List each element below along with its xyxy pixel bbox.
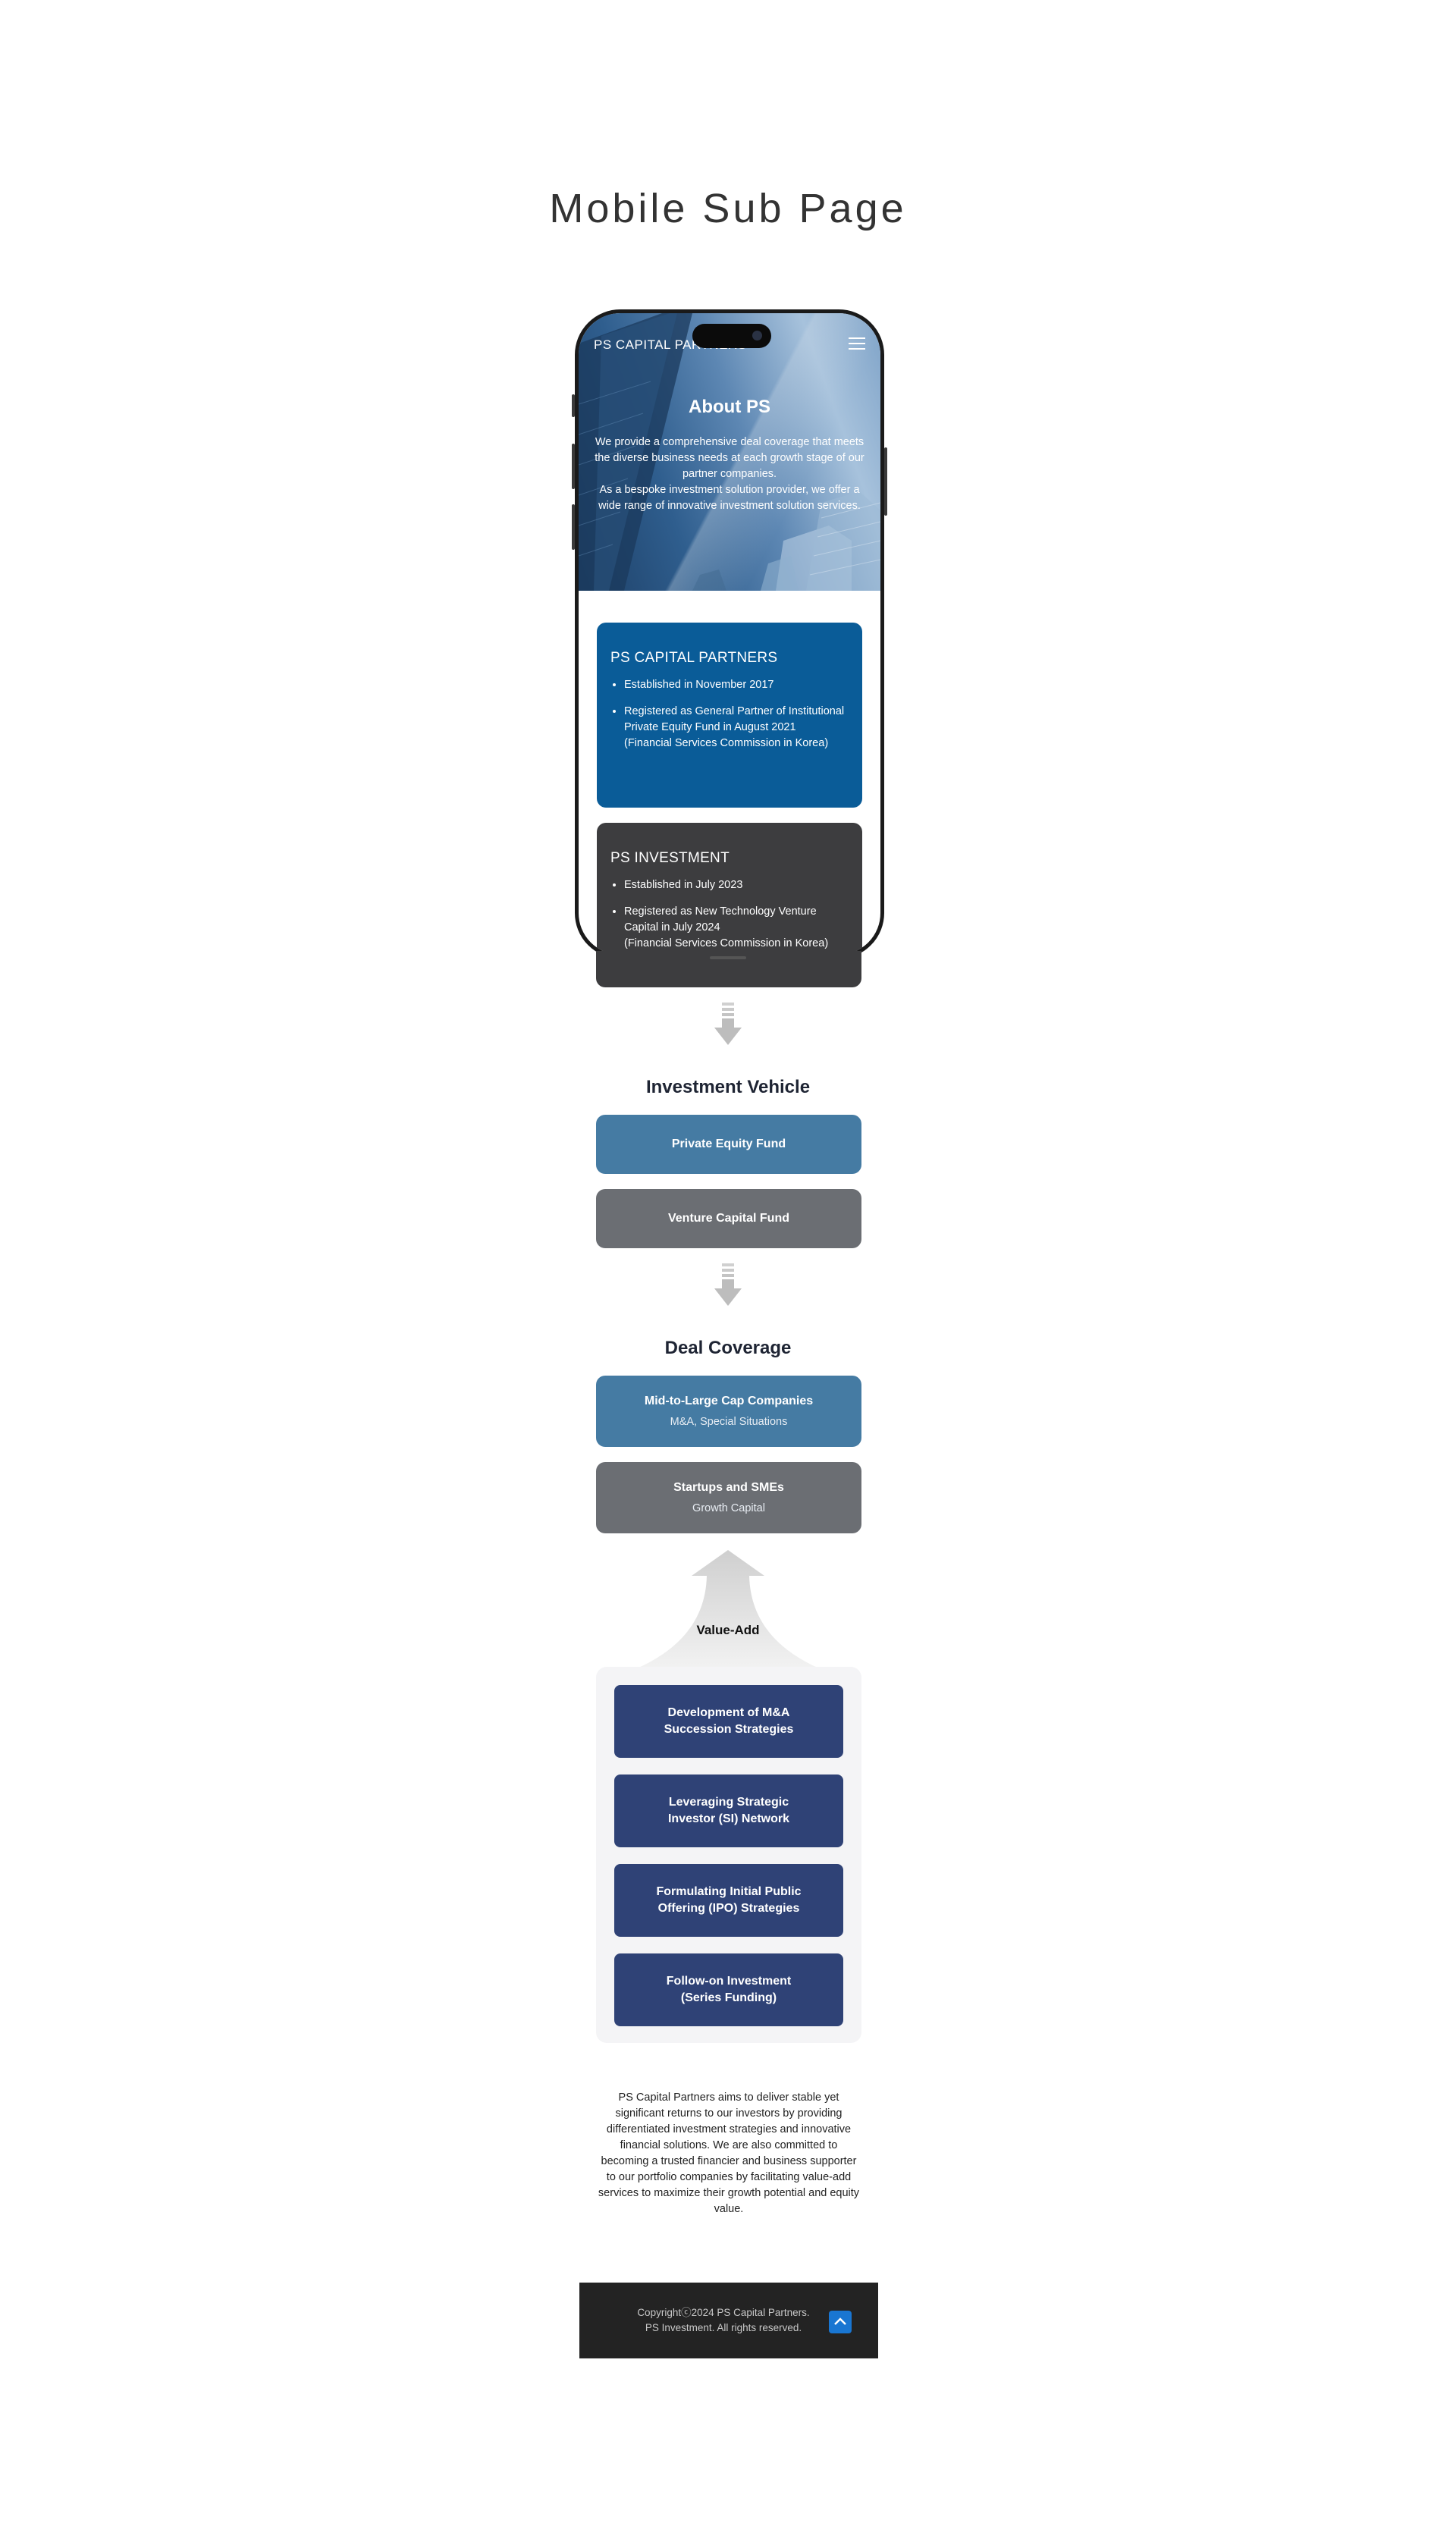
arrow-up-icon (834, 2317, 846, 2325)
hero-description-line-1: We provide a comprehensive deal coverage… (595, 436, 864, 480)
company-card-ps-investment: PS INVESTMENT Established in July 2023 R… (597, 823, 862, 955)
mid-large-cap-box: Mid-to-Large Cap Companies M&A, Special … (596, 1376, 861, 1447)
hero-description-line-2: As a bespoke investment solution provide… (598, 484, 861, 512)
company-card-ps-capital-partners: PS CAPITAL PARTNERS Established in Novem… (597, 623, 862, 808)
vehicle-label: Venture Capital Fund (667, 1212, 789, 1225)
building-illustration (579, 313, 880, 591)
scroll-to-top-button[interactable] (829, 2311, 852, 2333)
hero-banner: PS CAPITAL PARTNERS About PS We provide … (579, 313, 880, 591)
value-add-item-follow-on: Follow-on Investment (Series Funding) (614, 1953, 843, 2026)
fact-note: (Financial Services Commission in Korea) (624, 737, 829, 749)
coverage-label: Startups and SMEs (673, 1481, 784, 1494)
coverage-sublabel: M&A, Special Situations (670, 1416, 788, 1428)
coverage-sublabel: Growth Capital (692, 1502, 765, 1514)
fact-text: Registered as General Partner of Institu… (624, 705, 845, 733)
value-add-label: Value-Add (696, 1623, 760, 1637)
phone-volume-down-button (572, 504, 575, 550)
phone-power-button (884, 447, 887, 516)
home-indicator (710, 956, 746, 959)
company-fact: Registered as New Technology Venture Cap… (624, 904, 849, 952)
fact-note: (Financial Services Commission in Korea) (624, 937, 829, 949)
private-equity-fund-box: Private Equity Fund (596, 1115, 861, 1174)
company-fact: Established in July 2023 (624, 877, 849, 893)
deal-coverage-title: Deal Coverage (664, 1338, 792, 1358)
camera-icon (752, 331, 762, 340)
startups-smes-box: Startups and SMEs Growth Capital (596, 1462, 861, 1533)
hamburger-menu-icon[interactable] (849, 337, 865, 351)
company-fact: Established in November 2017 (624, 677, 849, 693)
value-add-up-arrow-icon (637, 1550, 819, 1668)
copyright-text: Copyrightⓒ2024 PS Capital Partners. PS I… (625, 2305, 822, 2336)
closing-statement: PS Capital Partners aims to deliver stab… (598, 2091, 860, 2215)
investment-vehicle-title: Investment Vehicle (645, 1077, 811, 1097)
fact-text: Established in November 2017 (624, 679, 774, 691)
company-facts-list: Established in July 2023 Registered as N… (610, 877, 849, 952)
vehicle-label: Private Equity Fund (671, 1138, 786, 1150)
value-add-item-ipo: Formulating Initial Public Offering (IPO… (614, 1864, 843, 1937)
hero-title: About PS (689, 397, 770, 417)
down-arrow-icon (714, 1263, 742, 1306)
value-add-item-succession: Development of M&A Succession Strategies (614, 1685, 843, 1758)
company-name: PS CAPITAL PARTNERS (610, 650, 778, 666)
hero-description: We provide a comprehensive deal coverage… (594, 435, 865, 514)
page-title: Mobile Sub Page (549, 186, 907, 231)
company-name: PS INVESTMENT (610, 850, 730, 866)
value-add-item-si-network: Leveraging Strategic Investor (SI) Netwo… (614, 1774, 843, 1847)
phone-action-button (572, 394, 575, 417)
company-facts-list: Established in November 2017 Registered … (610, 677, 849, 752)
copyright-line-1: Copyrightⓒ2024 PS Capital Partners. (637, 2307, 810, 2318)
phone-frame: PS CAPITAL PARTNERS About PS We provide … (575, 309, 884, 959)
venture-capital-fund-box: Venture Capital Fund (596, 1189, 861, 1248)
fact-text: Registered as New Technology Venture Cap… (624, 905, 817, 934)
company-fact: Registered as General Partner of Institu… (624, 704, 849, 752)
copyright-line-2: PS Investment. All rights reserved. (645, 2322, 802, 2333)
phone-volume-up-button (572, 444, 575, 489)
coverage-label: Mid-to-Large Cap Companies (644, 1395, 814, 1407)
dynamic-island (692, 324, 771, 348)
fact-text: Established in July 2023 (624, 879, 743, 891)
down-arrow-icon (714, 1003, 742, 1045)
footer: Copyrightⓒ2024 PS Capital Partners. PS I… (579, 2283, 878, 2358)
